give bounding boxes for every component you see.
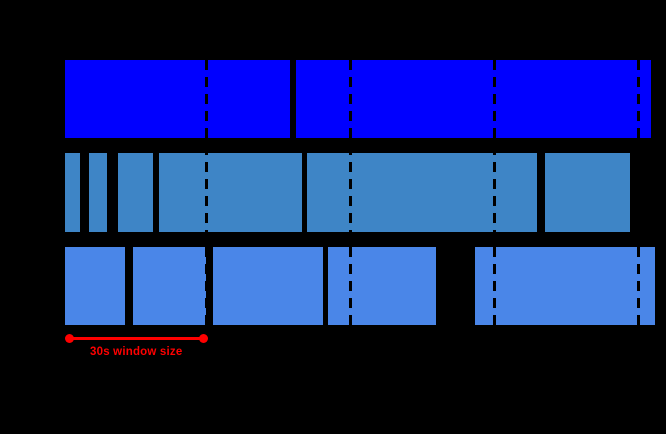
stream-row-1-bar-segment [296,60,651,138]
stream-row-2-bar-segment [65,153,80,232]
window-boundary-dashed-line [205,60,208,325]
stream-row-2-bar-segment [89,153,107,232]
stream-row-2-bar-segment [159,153,302,232]
window-boundary-dashed-line [348,60,352,325]
stream-row-3-bar-segment [213,247,323,325]
window-boundary-dashed-line [493,60,496,325]
arrow-end-dot [198,333,208,343]
stream-row-2-bar-segment [545,153,630,232]
stream-row-3-bar-segment [133,247,206,325]
stream-row-3-bar-segment [65,247,125,325]
window-size-label: 30s window size [90,346,183,358]
arrow-start-dot [64,333,74,343]
stream-row-3-bar-segment [328,247,436,325]
window-boundary-dashed-line [636,60,640,325]
stream-row-2-bar-segment [118,153,153,232]
stream-row-1-bar-segment [65,60,290,138]
window-size-arrow-line [69,336,203,340]
stream-row-2-bar-segment [307,153,537,232]
stream-row-3-bar-segment [475,247,655,325]
